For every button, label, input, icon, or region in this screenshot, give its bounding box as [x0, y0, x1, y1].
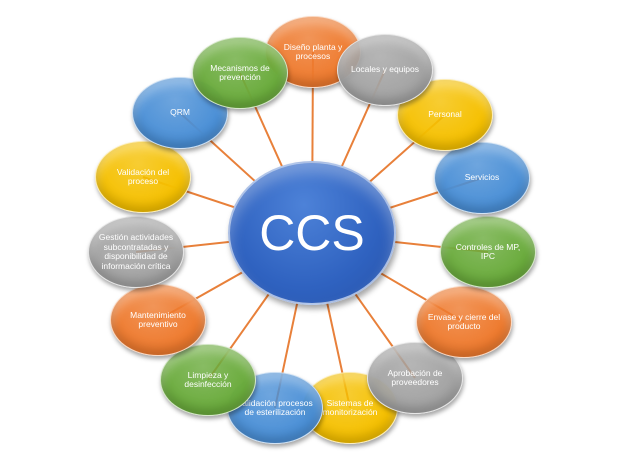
node-label: Limpieza y desinfección: [184, 369, 232, 389]
node: Limpieza y desinfección: [160, 344, 256, 416]
node-label: Envase y cierre del producto: [427, 311, 501, 331]
node: Envase y cierre del producto: [416, 286, 512, 358]
node: Validación del proceso: [95, 141, 191, 213]
node: Servicios: [434, 142, 530, 214]
node-label: Controles de MP, IPC: [455, 241, 521, 261]
node-label: Servicios: [464, 172, 500, 183]
node: Mantenimiento preventivo: [110, 284, 206, 356]
node-label: QRM: [170, 107, 190, 118]
node-label: Validación del proceso: [116, 166, 170, 186]
node: Locales y equipos: [337, 34, 433, 106]
node-label: Diseño planta y procesos: [283, 41, 343, 61]
node-label: Validación procesos de esterilización: [237, 397, 313, 417]
node: Mecanismos de prevención: [192, 37, 288, 109]
node: Controles de MP, IPC: [440, 216, 536, 288]
center-label: CCS: [259, 205, 365, 261]
node-label: Personal: [428, 109, 462, 120]
node-label: Gestión actividades subcontratadas y dis…: [98, 232, 174, 271]
node: Gestión actividades subcontratadas y dis…: [88, 216, 184, 288]
node-label: Locales y equipos: [350, 64, 420, 75]
node-label: Aprobación de proveedores: [387, 367, 443, 387]
node-label: Mecanismos de prevención: [210, 62, 270, 82]
node-label: Sistemas de monitorización: [322, 397, 378, 417]
node-label: Mantenimiento preventivo: [130, 309, 186, 329]
center-node-ccs: CCS: [228, 161, 396, 305]
